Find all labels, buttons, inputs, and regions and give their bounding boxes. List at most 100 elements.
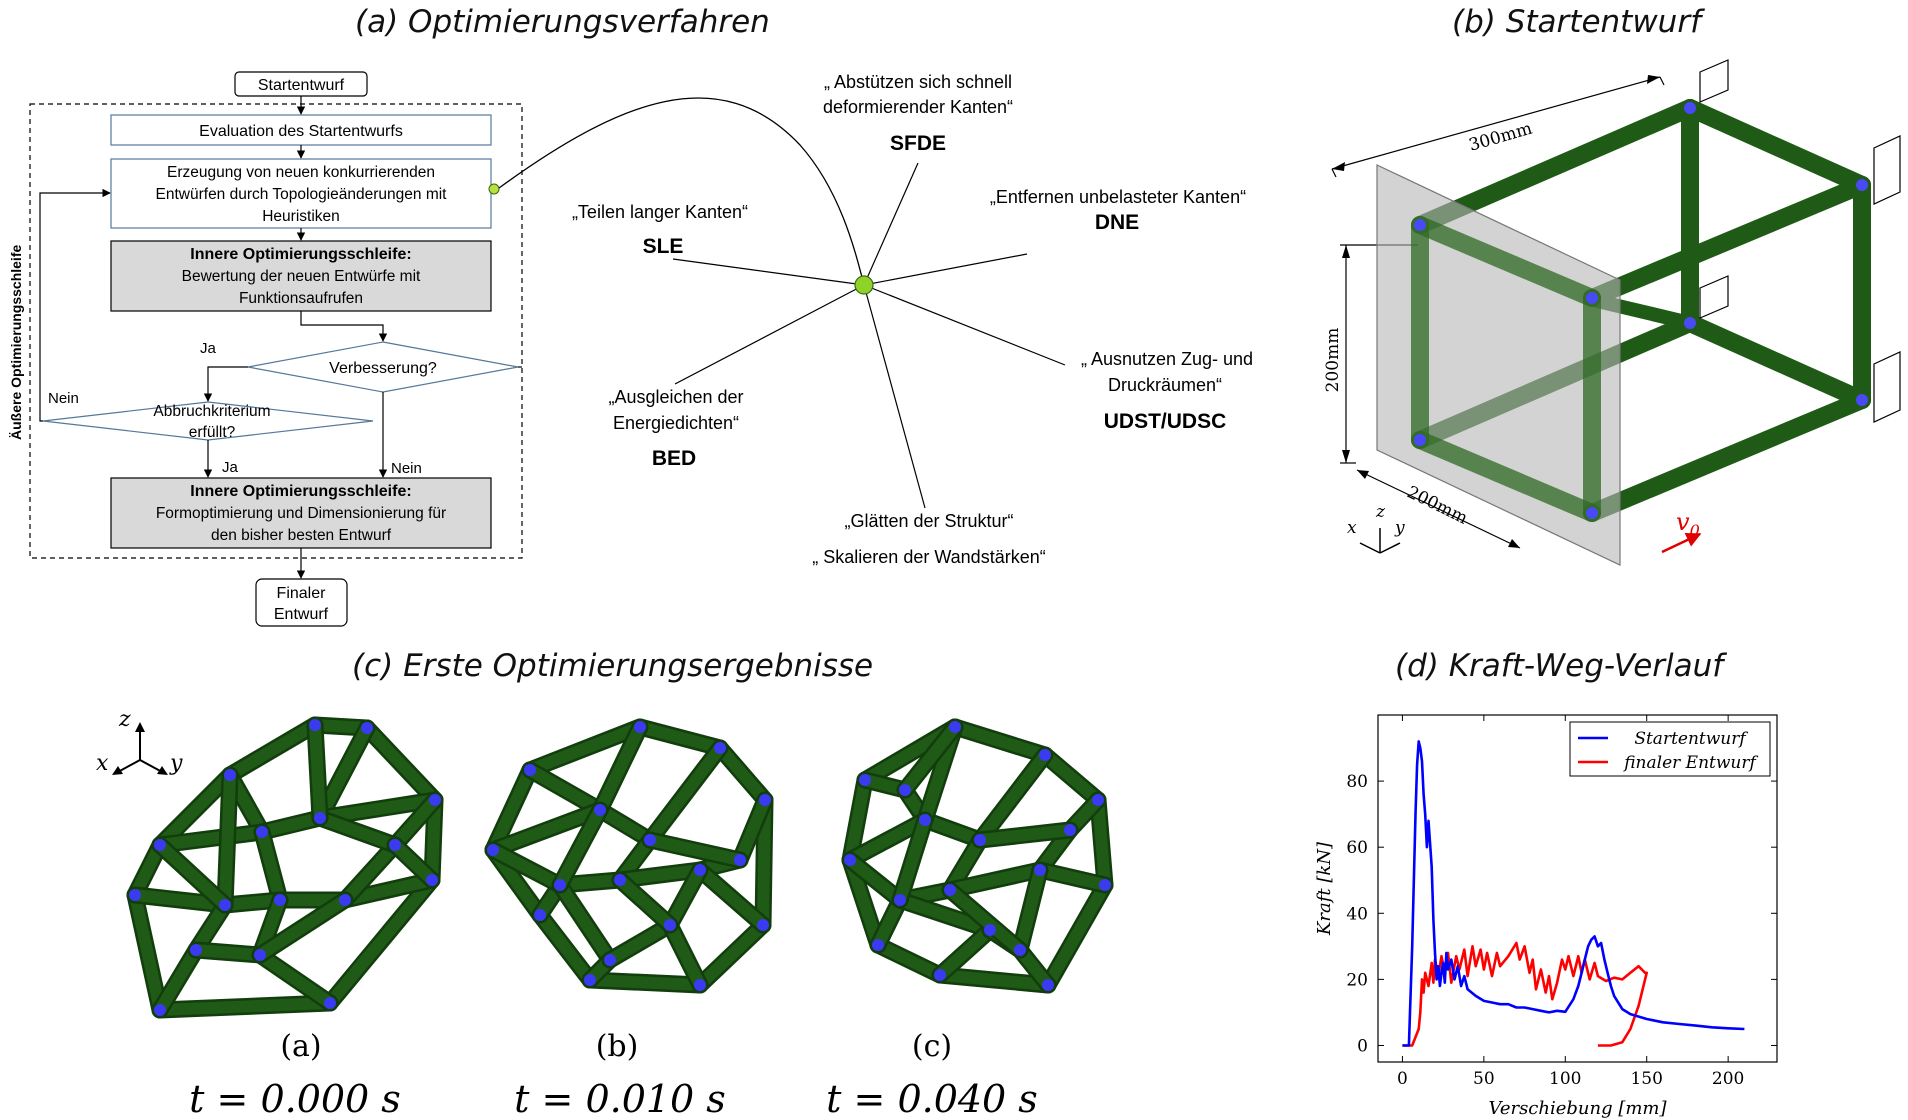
truss-strut-shadow	[126, 886, 234, 914]
truss-strut-shadow	[754, 791, 774, 934]
truss-strut-shadow	[336, 871, 441, 909]
sfde-desc-2: deformierender Kanten“	[823, 97, 1013, 117]
y-tick-label: 20	[1346, 970, 1368, 990]
ja-label-1: Ja	[200, 340, 217, 357]
inner-loop-1-line-2: Funktionsaufrufen	[239, 290, 363, 307]
x-axis-label: Verschiebung [mm]	[1488, 1098, 1667, 1119]
truss-strut	[894, 814, 931, 906]
truss-node	[614, 874, 626, 886]
final-box-line-2: Entwurf	[274, 606, 329, 623]
truss-strut-shadow	[641, 831, 749, 869]
truss-node	[1064, 824, 1076, 836]
truss-node	[944, 884, 956, 896]
truss-strut-shadow	[691, 851, 749, 879]
dimension-300mm: 300mm	[1467, 119, 1535, 156]
truss-strut-shadow	[1061, 791, 1107, 839]
result-a-label: (a)	[280, 1029, 321, 1064]
truss-strut-shadow	[631, 718, 729, 757]
truss-strut	[594, 804, 656, 846]
truss-node	[1039, 749, 1051, 761]
inner-loop-2-line-2: den bisher besten Entwurf	[211, 527, 392, 544]
truss-strut	[644, 834, 746, 866]
rigid-wall-plate	[1376, 164, 1621, 566]
truss-node	[919, 814, 931, 826]
truss-strut-shadow	[306, 716, 329, 827]
truss-strut	[919, 814, 986, 846]
result-b-time: t = 0.010 s	[514, 1077, 726, 1120]
truss-node	[1042, 979, 1054, 991]
truss-strut-shadow	[916, 718, 964, 829]
truss-strut	[254, 894, 286, 961]
generation-line-1: Erzeugung von neuen konkurrierenden	[167, 164, 435, 181]
frame-nodes	[1414, 102, 1868, 519]
truss-strut-shadow	[484, 761, 539, 859]
result-b-label: (b)	[596, 1029, 639, 1064]
truss-strut-shadow	[641, 739, 729, 849]
truss-strut-shadow	[386, 836, 441, 889]
truss-strut	[894, 884, 956, 906]
truss-strut-shadow	[521, 761, 609, 819]
truss-node	[757, 919, 769, 931]
inner-loop-2-title: Innere Optimierungsschleife:	[190, 483, 411, 500]
truss-strut	[984, 924, 1026, 956]
truss-node	[274, 894, 286, 906]
series-line-startentwurf	[1402, 740, 1745, 1047]
truss-strut	[949, 721, 1051, 761]
truss-structures	[126, 716, 1114, 1019]
frame-back-struts	[1411, 99, 1871, 522]
y-axis-label: Kraft [kN]	[1314, 841, 1335, 936]
truss-node	[524, 764, 536, 776]
truss-strut-shadow	[187, 896, 234, 959]
truss-strut	[534, 879, 566, 921]
truss-strut	[894, 894, 996, 936]
truss-strut	[154, 826, 268, 851]
truss-node	[984, 924, 996, 936]
truss-node	[339, 894, 351, 906]
truss-strut	[594, 721, 646, 816]
panel-b-title: (b) Startentwurf	[1452, 4, 1701, 40]
truss-strut	[487, 804, 606, 856]
truss-node	[314, 812, 326, 824]
truss-strut-shadow	[221, 716, 324, 784]
truss-strut	[1014, 864, 1046, 956]
truss-node	[1092, 794, 1104, 806]
truss-structure-2	[484, 718, 774, 994]
result-a-time: t = 0.000 s	[189, 1077, 401, 1120]
truss-strut-shadow	[386, 791, 444, 854]
truss-strut-shadow	[151, 941, 205, 1019]
truss-strut	[934, 924, 996, 981]
outer-loop-box	[29, 103, 523, 559]
sle-desc: „Teilen langer Kanten“	[572, 202, 748, 222]
y-tick-label: 0	[1357, 1036, 1368, 1056]
truss-strut	[944, 884, 1026, 956]
truss-strut-shadow	[484, 841, 569, 894]
truss-strut	[254, 949, 336, 1009]
truss-node	[256, 826, 268, 838]
truss-node	[759, 794, 771, 806]
truss-strut-shadow	[253, 809, 329, 841]
inner-loop-1-line-1: Bewertung der neuen Entwürfe mit	[182, 268, 421, 285]
truss-node	[859, 774, 871, 786]
truss-strut-shadow	[731, 791, 774, 869]
triad-b-x: x	[1347, 518, 1357, 538]
truss-strut-shadow	[484, 841, 549, 924]
truss-strut	[1014, 944, 1054, 991]
panel-a-title: (a) Optimierungsverfahren	[355, 4, 770, 40]
nein-label-2: Nein	[48, 390, 79, 407]
frame-front-struts	[1411, 216, 1601, 522]
truss-node	[894, 894, 906, 906]
truss-strut	[389, 839, 438, 886]
truss-strut-shadow	[611, 861, 709, 889]
truss-strut	[944, 834, 986, 896]
truss-strut-shadow	[1031, 821, 1079, 879]
legend-box	[1569, 721, 1771, 777]
truss-strut	[254, 894, 351, 961]
truss-strut	[190, 944, 266, 961]
truss-strut	[554, 804, 606, 891]
truss-strut	[554, 874, 626, 891]
frame-supports	[1699, 59, 1901, 423]
x-tick-label: 0	[1397, 1069, 1408, 1089]
